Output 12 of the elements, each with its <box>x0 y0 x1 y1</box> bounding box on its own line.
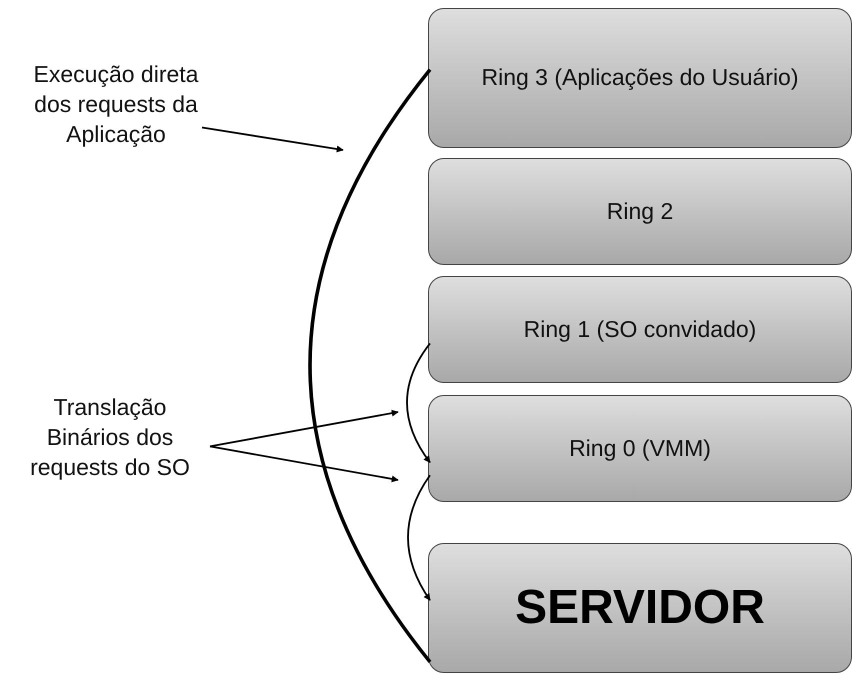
curved-arrow <box>407 474 431 601</box>
leader-line <box>202 126 344 152</box>
annotation-text: Translação Binários dos requests do SO <box>10 368 210 508</box>
ring-box: Ring 0 (VMM) <box>428 395 852 502</box>
ring-box: Ring 2 <box>428 158 852 265</box>
leader-line <box>210 446 399 482</box>
ring-box: SERVIDOR <box>428 543 852 673</box>
ring-box: Ring 3 (Aplicações do Usuário) <box>428 8 852 148</box>
ring-box: Ring 1 (SO convidado) <box>428 276 852 383</box>
annotation-text: Execução direta dos requests da Aplicação <box>30 30 202 180</box>
leader-line <box>210 410 399 448</box>
curved-arrow <box>406 342 431 463</box>
